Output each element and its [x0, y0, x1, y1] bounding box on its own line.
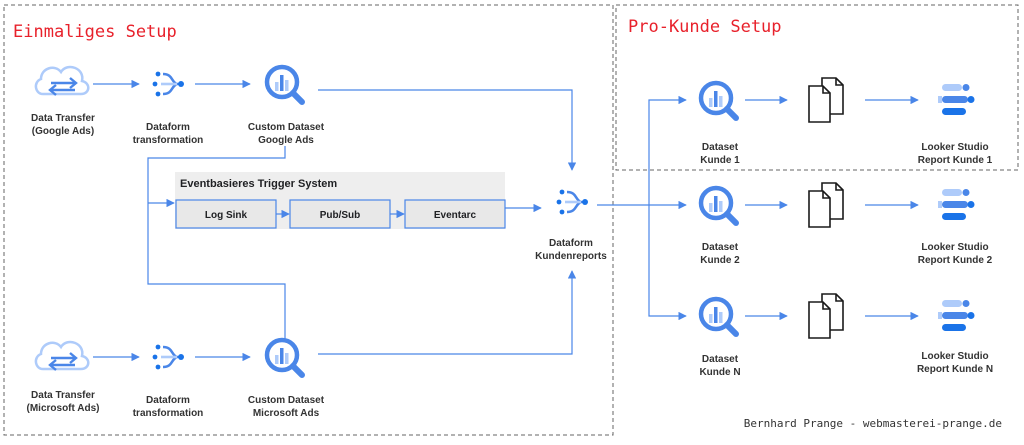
customer-n-report-label-line1: Looker Studio: [921, 351, 988, 362]
customer-n-dataset-label-line1: Dataset: [702, 354, 739, 365]
looker-studio-icon: [938, 300, 975, 331]
dataform-icon: [555, 188, 590, 216]
microsoft-dataset-label-line1: Custom Dataset: [248, 395, 325, 406]
cloud-transfer-icon: [34, 65, 90, 97]
google-source-label-line1: Data Transfer: [31, 113, 95, 124]
microsoft-dataset-label-line2: Microsoft Ads: [253, 408, 320, 419]
eventarc-box: [404, 199, 506, 229]
bigquery-icon: [267, 340, 302, 375]
log-sink-label: Log Sink: [205, 210, 248, 221]
top-transform-label-line2: transformation: [133, 135, 204, 146]
cloud-transfer-icon: [34, 340, 90, 372]
one-time-setup-border: [3, 4, 614, 436]
bigquery-icon: [701, 299, 736, 334]
customer-1-report-label-line1: Looker Studio: [921, 142, 988, 153]
dataform-icon: [151, 343, 186, 371]
documents-icon: [808, 293, 844, 339]
bigquery-icon: [701, 83, 736, 118]
customer-2-dataset-label-line1: Dataset: [702, 242, 739, 253]
bigquery-icon: [701, 188, 736, 223]
top-transform-label-line1: Dataform: [146, 122, 190, 133]
bottom-transform-label-line1: Dataform: [146, 395, 190, 406]
customer-1-report-label-line2: Report Kunde 1: [918, 155, 993, 166]
customer-2-report-label-line1: Looker Studio: [921, 242, 988, 253]
pubsub-box: [289, 199, 391, 229]
microsoft-source-label-line1: Data Transfer: [31, 390, 95, 401]
connectors: [93, 79, 919, 362]
customer-2-dataset-label-line2: Kunde 2: [700, 255, 740, 266]
per-customer-setup-title: Pro-Kunde Setup: [628, 17, 782, 37]
customer-reports-label-line1: Dataform: [549, 238, 593, 249]
per-customer-setup-border: [615, 4, 1019, 171]
google-source-label-line2: (Google Ads): [32, 126, 94, 137]
looker-studio-icon: [938, 84, 975, 115]
one-time-setup-title: Einmaliges Setup: [13, 22, 177, 42]
google-dataset-label-line1: Custom Dataset: [248, 122, 325, 133]
bottom-transform-label-line2: transformation: [133, 408, 204, 419]
microsoft-source-label-line2: (Microsoft Ads): [27, 403, 100, 414]
customer-1-dataset-label-line2: Kunde 1: [700, 155, 740, 166]
customer-2-report-label-line2: Report Kunde 2: [918, 255, 993, 266]
trigger-system-title: Eventbasieres Trigger System: [180, 178, 337, 190]
customer-n-report-label-line2: Report Kunde N: [917, 364, 993, 375]
author-credit: Bernhard Prange - webmasterei-prange.de: [744, 417, 1002, 430]
customer-reports-label-line2: Kundenreports: [535, 251, 607, 262]
dataform-icon: [151, 70, 186, 98]
log-sink-box: [175, 199, 277, 229]
pubsub-label: Pub/Sub: [320, 210, 361, 221]
bigquery-icon: [267, 67, 302, 102]
customer-1-dataset-label-line1: Dataset: [702, 142, 739, 153]
google-dataset-label-line2: Google Ads: [258, 135, 314, 146]
documents-icon: [808, 77, 844, 123]
eventarc-label: Eventarc: [434, 210, 477, 221]
customer-n-dataset-label-line2: Kunde N: [699, 367, 740, 378]
looker-studio-icon: [938, 189, 975, 220]
documents-icon: [808, 182, 844, 228]
